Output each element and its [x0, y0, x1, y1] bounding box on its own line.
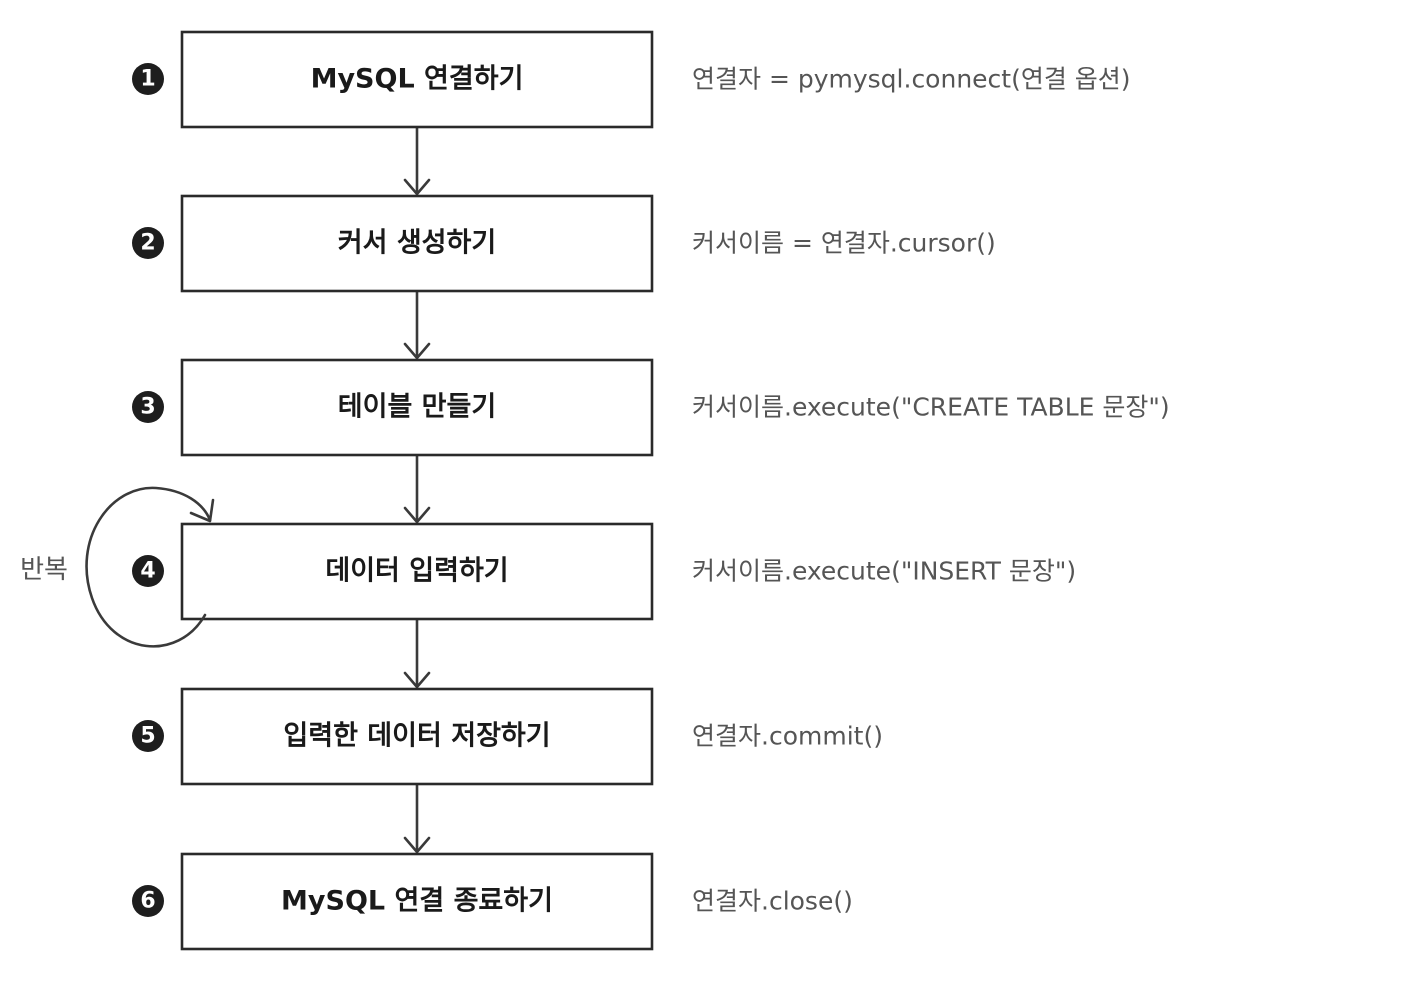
step-number: 1: [140, 67, 155, 92]
step-label: 테이블 만들기: [338, 392, 496, 423]
step-label: 커서 생성하기: [338, 228, 496, 259]
connector-arrowhead: [403, 178, 431, 196]
step-number-badge: [132, 885, 164, 917]
step-number: 3: [140, 395, 155, 420]
step-1: 1 MySQL 연결하기 연결자 = pymysql.connect(연결 옵션…: [132, 30, 1131, 129]
loop-arrow-head: [189, 498, 215, 523]
step-code: 연결자 = pymysql.connect(연결 옵션): [692, 65, 1131, 94]
step-label: 입력한 데이터 저장하기: [283, 721, 550, 752]
step-4: 4 데이터 입력하기 커서이름.execute("INSERT 문장"): [132, 522, 1076, 621]
step-code: 연결자.close(): [692, 887, 853, 916]
step-3: 3 테이블 만들기 커서이름.execute("CREATE TABLE 문장"…: [132, 358, 1170, 457]
step-code: 연결자.commit(): [692, 722, 883, 751]
step-number-badge: [132, 391, 164, 423]
step-box: [180, 522, 654, 621]
connector-arrowhead: [403, 671, 431, 689]
step-number: 2: [140, 231, 155, 256]
step-box: [180, 852, 654, 951]
loop-arrow-path: [85, 486, 212, 648]
step-code: 커서이름.execute("CREATE TABLE 문장"): [692, 393, 1170, 422]
step-label: MySQL 연결 종료하기: [281, 886, 553, 917]
step-box: [180, 194, 654, 293]
loop-indicator: 반복: [20, 486, 215, 648]
connector-arrowhead: [403, 342, 431, 360]
step-number-badge: [132, 555, 164, 587]
step-number-badge: [132, 63, 164, 95]
step-5: 5 입력한 데이터 저장하기 연결자.commit(): [132, 687, 883, 786]
step-6: 6 MySQL 연결 종료하기 연결자.close(): [132, 852, 853, 951]
step-label: 데이터 입력하기: [325, 556, 508, 587]
loop-label: 반복: [20, 555, 68, 585]
step-number: 5: [140, 724, 155, 749]
step-2: 2 커서 생성하기 커서이름 = 연결자.cursor(): [132, 194, 996, 293]
step-box: [180, 30, 654, 129]
step-number-badge: [132, 227, 164, 259]
step-number: 4: [140, 559, 155, 584]
connectors-layer: [403, 127, 431, 854]
step-label: MySQL 연결하기: [311, 64, 524, 95]
connector-arrowhead: [403, 506, 431, 524]
step-code: 커서이름.execute("INSERT 문장"): [692, 557, 1076, 586]
step-box: [180, 358, 654, 457]
connector-arrowhead: [403, 836, 431, 854]
step-number-badge: [132, 720, 164, 752]
step-box: [180, 687, 654, 786]
step-number: 6: [140, 889, 155, 914]
step-code: 커서이름 = 연결자.cursor(): [692, 229, 996, 258]
